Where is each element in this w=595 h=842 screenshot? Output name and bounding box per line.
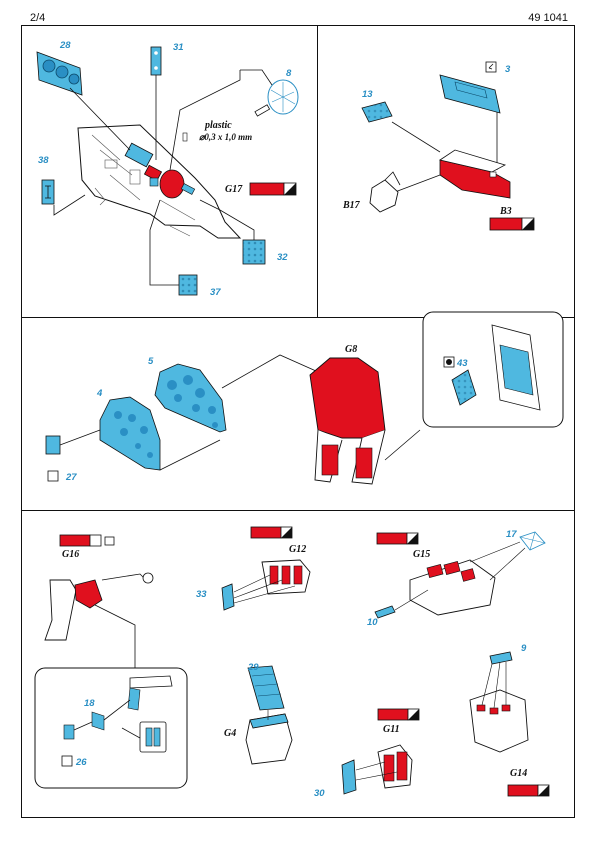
part-number-13: 13 xyxy=(362,89,373,100)
panel-bottom xyxy=(21,510,575,818)
label-G4: G4 xyxy=(224,728,236,739)
part-5-instrument-face xyxy=(154,354,326,433)
detail-inset-43 xyxy=(422,311,564,428)
part-number-3: 3 xyxy=(505,64,511,75)
part-number-28: 28 xyxy=(59,40,71,51)
label-B3: B3 xyxy=(499,206,512,217)
part-number-32: 32 xyxy=(277,252,288,263)
kit-code: 49 1041 xyxy=(528,12,568,24)
sheet-icon-27 xyxy=(47,470,59,482)
assembly-G12 xyxy=(221,526,311,611)
assembly-G15 xyxy=(374,531,546,619)
part-number-26: 26 xyxy=(75,757,87,768)
part-38-lever xyxy=(41,179,86,216)
part-number-18: 18 xyxy=(84,698,95,709)
part-27-clip xyxy=(45,429,101,455)
plastic-dimension: ⌀0,3 x 1,0 mm xyxy=(199,132,252,142)
assembly-G11 xyxy=(341,708,420,795)
sheet-icon-3 xyxy=(485,61,497,73)
check-icon xyxy=(488,63,494,70)
assembly-G4 xyxy=(245,665,293,765)
label-G8: G8 xyxy=(345,344,357,355)
part-number-43: 43 xyxy=(456,358,468,369)
part-number-8: 8 xyxy=(286,68,292,79)
part-31-bracket xyxy=(150,46,162,160)
plastic-label: plastic xyxy=(204,120,232,131)
part-number-27: 27 xyxy=(65,472,77,483)
part-number-17: 17 xyxy=(506,529,517,540)
radio-box-B3 xyxy=(394,149,511,199)
part-number-31: 31 xyxy=(173,42,184,53)
swatch-G17 xyxy=(249,182,297,196)
part-number-37: 37 xyxy=(210,287,221,298)
part-number-30: 30 xyxy=(314,788,325,799)
part-37-plate xyxy=(149,199,198,296)
assembly-G14 xyxy=(469,651,550,797)
part-3-strip xyxy=(439,74,501,170)
label-G15: G15 xyxy=(413,549,430,560)
label-G12: G12 xyxy=(289,544,306,555)
part-number-9: 9 xyxy=(521,643,527,654)
part-number-29: 29 xyxy=(247,662,259,673)
part-number-38: 38 xyxy=(38,155,49,166)
label-G16: G16 xyxy=(62,549,79,560)
part-number-33: 33 xyxy=(196,589,207,600)
plastic-strip-note xyxy=(182,132,188,142)
part-number-5: 5 xyxy=(148,356,154,367)
label-G11: G11 xyxy=(383,724,400,735)
part-number-4: 4 xyxy=(96,388,103,399)
part-B17-mount xyxy=(369,171,401,213)
assembly-G16 xyxy=(44,534,154,670)
seat-G8 xyxy=(309,357,421,485)
part-32-switch-panel xyxy=(199,199,266,265)
part-8-dial xyxy=(169,69,299,171)
instrument-panel-assembly xyxy=(77,124,242,239)
label-G17: G17 xyxy=(225,184,243,195)
part-4-instrument-panel xyxy=(99,396,221,471)
detail-inset-18 xyxy=(34,667,188,789)
part-13-grille xyxy=(361,101,441,153)
swatch-B3 xyxy=(489,217,535,231)
page-number: 2/4 xyxy=(30,12,46,24)
part-28-gauge-sheet xyxy=(36,51,131,151)
label-G14: G14 xyxy=(510,768,527,779)
part-number-10: 10 xyxy=(367,617,378,628)
label-B17: B17 xyxy=(342,200,361,211)
